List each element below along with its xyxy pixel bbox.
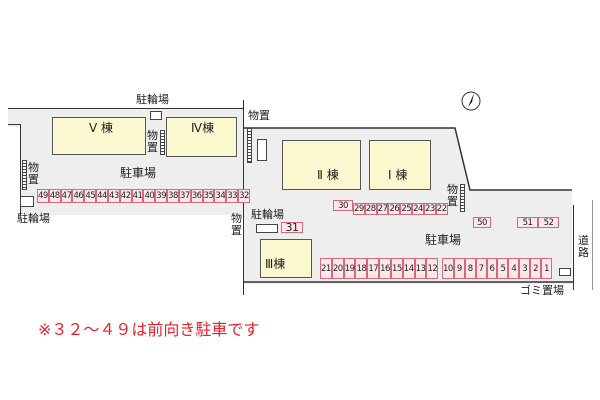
parking-slot-38: 38: [167, 189, 179, 203]
parking-slot-28: 28: [364, 203, 377, 215]
parking-slot-5: 5: [497, 258, 509, 279]
storage-2: [247, 128, 252, 163]
bike-parking-mid-label: 駐輪場: [251, 208, 284, 221]
parking-slot-1: 1: [541, 258, 552, 279]
parking-slot-34: 34: [214, 189, 227, 203]
road-line-b: [592, 200, 593, 290]
parking-slot-7: 7: [475, 258, 487, 279]
parking-slot-24: 24: [412, 203, 424, 215]
parking-slot-42: 42: [119, 189, 132, 203]
north-arrow-icon: [461, 91, 481, 111]
parking-slot-49: 49: [37, 189, 49, 203]
parking-slot-3: 3: [519, 258, 531, 279]
parking-slot-44: 44: [96, 189, 108, 203]
parking-label-right: 駐車場: [425, 233, 462, 247]
road-label: 道路: [578, 234, 589, 259]
parking-slot-21: 21: [320, 258, 332, 279]
parking-slot-37: 37: [178, 189, 191, 203]
storage-5: [460, 184, 465, 212]
storage-label-3: 物置: [28, 161, 39, 186]
storage-label-4: 物置: [231, 212, 242, 237]
storage-label-2: 物置: [248, 109, 270, 122]
parking-slot-13: 13: [414, 258, 427, 279]
parking-slot-16: 16: [379, 258, 391, 279]
parking-slot-6: 6: [486, 258, 498, 279]
parking-note: ※３２～４９は前向き駐車です: [38, 320, 260, 339]
parking-slot-8: 8: [464, 258, 476, 279]
parking-slot-2: 2: [530, 258, 542, 279]
parking-slot-14: 14: [402, 258, 415, 279]
garbage-area: [559, 268, 571, 276]
parking-slot-40: 40: [143, 189, 156, 203]
storage-label-1: 物置: [147, 129, 158, 154]
shed-2: [257, 139, 267, 161]
parking-slot-47: 47: [60, 189, 73, 203]
parking-slot-30: 30: [333, 200, 353, 211]
storage-1: [160, 130, 165, 155]
parking-slot-48: 48: [48, 189, 61, 203]
parking-slot-31: 31: [281, 221, 303, 234]
parking-slot-45: 45: [84, 189, 97, 203]
parking-slot-26: 26: [388, 203, 401, 215]
parking-slot-19: 19: [343, 258, 356, 279]
garbage-label: ゴミ置場: [520, 284, 564, 297]
parking-slot-52: 52: [538, 217, 559, 228]
parking-slot-27: 27: [376, 203, 389, 215]
building-iv: Ⅳ棟: [166, 117, 237, 157]
storage-label-5: 物置: [447, 183, 458, 208]
parking-slot-15: 15: [390, 258, 403, 279]
bike-parking-top: [150, 111, 162, 120]
parking-slot-9: 9: [453, 258, 465, 279]
building-ii: Ⅱ 棟: [282, 140, 361, 190]
parking-label-left: 駐車場: [120, 166, 157, 180]
road-line-a: [573, 205, 574, 290]
parking-slot-46: 46: [72, 189, 85, 203]
parking-slot-43: 43: [107, 189, 120, 203]
building-iii: Ⅲ棟: [260, 239, 312, 278]
building-v: Ⅴ 棟: [52, 117, 146, 155]
parking-slot-36: 36: [190, 189, 203, 203]
parking-slot-39: 39: [155, 189, 168, 203]
parking-slot-51: 51: [517, 217, 538, 228]
parking-slot-50: 50: [473, 217, 491, 228]
building-i: Ⅰ 棟: [369, 140, 431, 190]
parking-slot-25: 25: [400, 203, 413, 215]
parking-slot-35: 35: [202, 189, 215, 203]
bike-parking-left: [20, 196, 34, 207]
storage-3: [22, 160, 27, 190]
parking-slot-4: 4: [508, 258, 520, 279]
parking-slot-33: 33: [226, 189, 239, 203]
parking-slot-18: 18: [355, 258, 368, 279]
parking-slot-12: 12: [426, 258, 439, 279]
parking-slot-20: 20: [331, 258, 344, 279]
parking-slot-22: 22: [435, 203, 448, 215]
parking-slot-23: 23: [423, 203, 436, 215]
parking-slot-32: 32: [238, 189, 250, 203]
bike-parking-left-label: 駐輪場: [17, 212, 50, 225]
bike-parking-mid: [256, 224, 278, 233]
bike-parking-top-label: 駐輪場: [136, 93, 169, 106]
parking-slot-17: 17: [367, 258, 380, 279]
parking-slot-41: 41: [131, 189, 144, 203]
parking-slot-10: 10: [442, 258, 454, 279]
left-lot-step: [8, 124, 21, 125]
parking-slot-29: 29: [353, 203, 365, 215]
